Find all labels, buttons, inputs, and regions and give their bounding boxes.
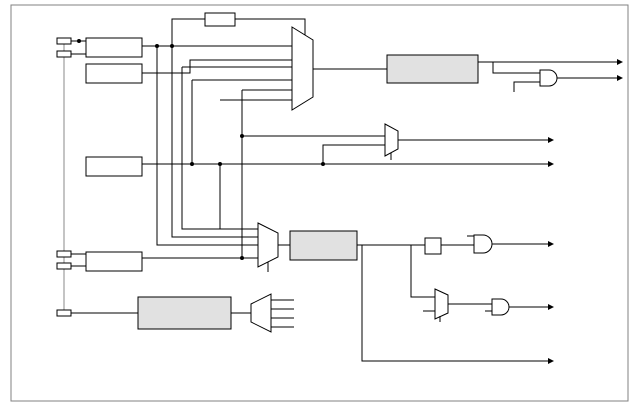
port-top-2 xyxy=(56,50,72,58)
mux-large xyxy=(291,26,314,111)
wire xyxy=(513,81,540,92)
wire xyxy=(492,62,540,74)
port-top-1 xyxy=(56,37,72,45)
arrow xyxy=(548,358,554,364)
diagram-frame xyxy=(10,4,629,402)
arrow xyxy=(548,161,554,167)
arrow xyxy=(548,304,554,310)
block-bottom xyxy=(137,296,232,330)
wire xyxy=(171,18,205,46)
wire xyxy=(156,46,258,246)
junction xyxy=(155,44,159,48)
top-register xyxy=(204,12,236,27)
mux-lower xyxy=(257,222,279,268)
wire xyxy=(235,18,306,35)
register-4 xyxy=(85,251,143,272)
arrow xyxy=(617,59,623,65)
junction xyxy=(77,39,81,43)
wire xyxy=(410,245,435,298)
wire xyxy=(171,46,258,238)
mux-bottom-right xyxy=(434,288,449,320)
block-middle xyxy=(289,230,358,261)
arrow xyxy=(617,75,623,81)
register-3 xyxy=(85,156,143,177)
port-mid-1 xyxy=(56,250,72,258)
wire xyxy=(241,90,258,259)
demux-bottom xyxy=(250,293,272,333)
junction xyxy=(170,44,174,48)
mux-middle xyxy=(384,123,399,157)
block-top xyxy=(386,54,479,84)
wire xyxy=(361,245,548,362)
wire xyxy=(181,67,258,230)
register-1 xyxy=(85,37,143,58)
wire xyxy=(322,144,385,164)
port-mid-2 xyxy=(56,262,72,270)
arrow xyxy=(548,137,554,143)
arrow xyxy=(548,241,554,247)
and-gate-3 xyxy=(491,298,510,316)
small-register xyxy=(424,237,442,255)
port-bottom xyxy=(56,309,72,317)
register-2 xyxy=(85,63,143,84)
and-gate-1 xyxy=(539,69,558,87)
and-gate-2 xyxy=(473,234,493,254)
